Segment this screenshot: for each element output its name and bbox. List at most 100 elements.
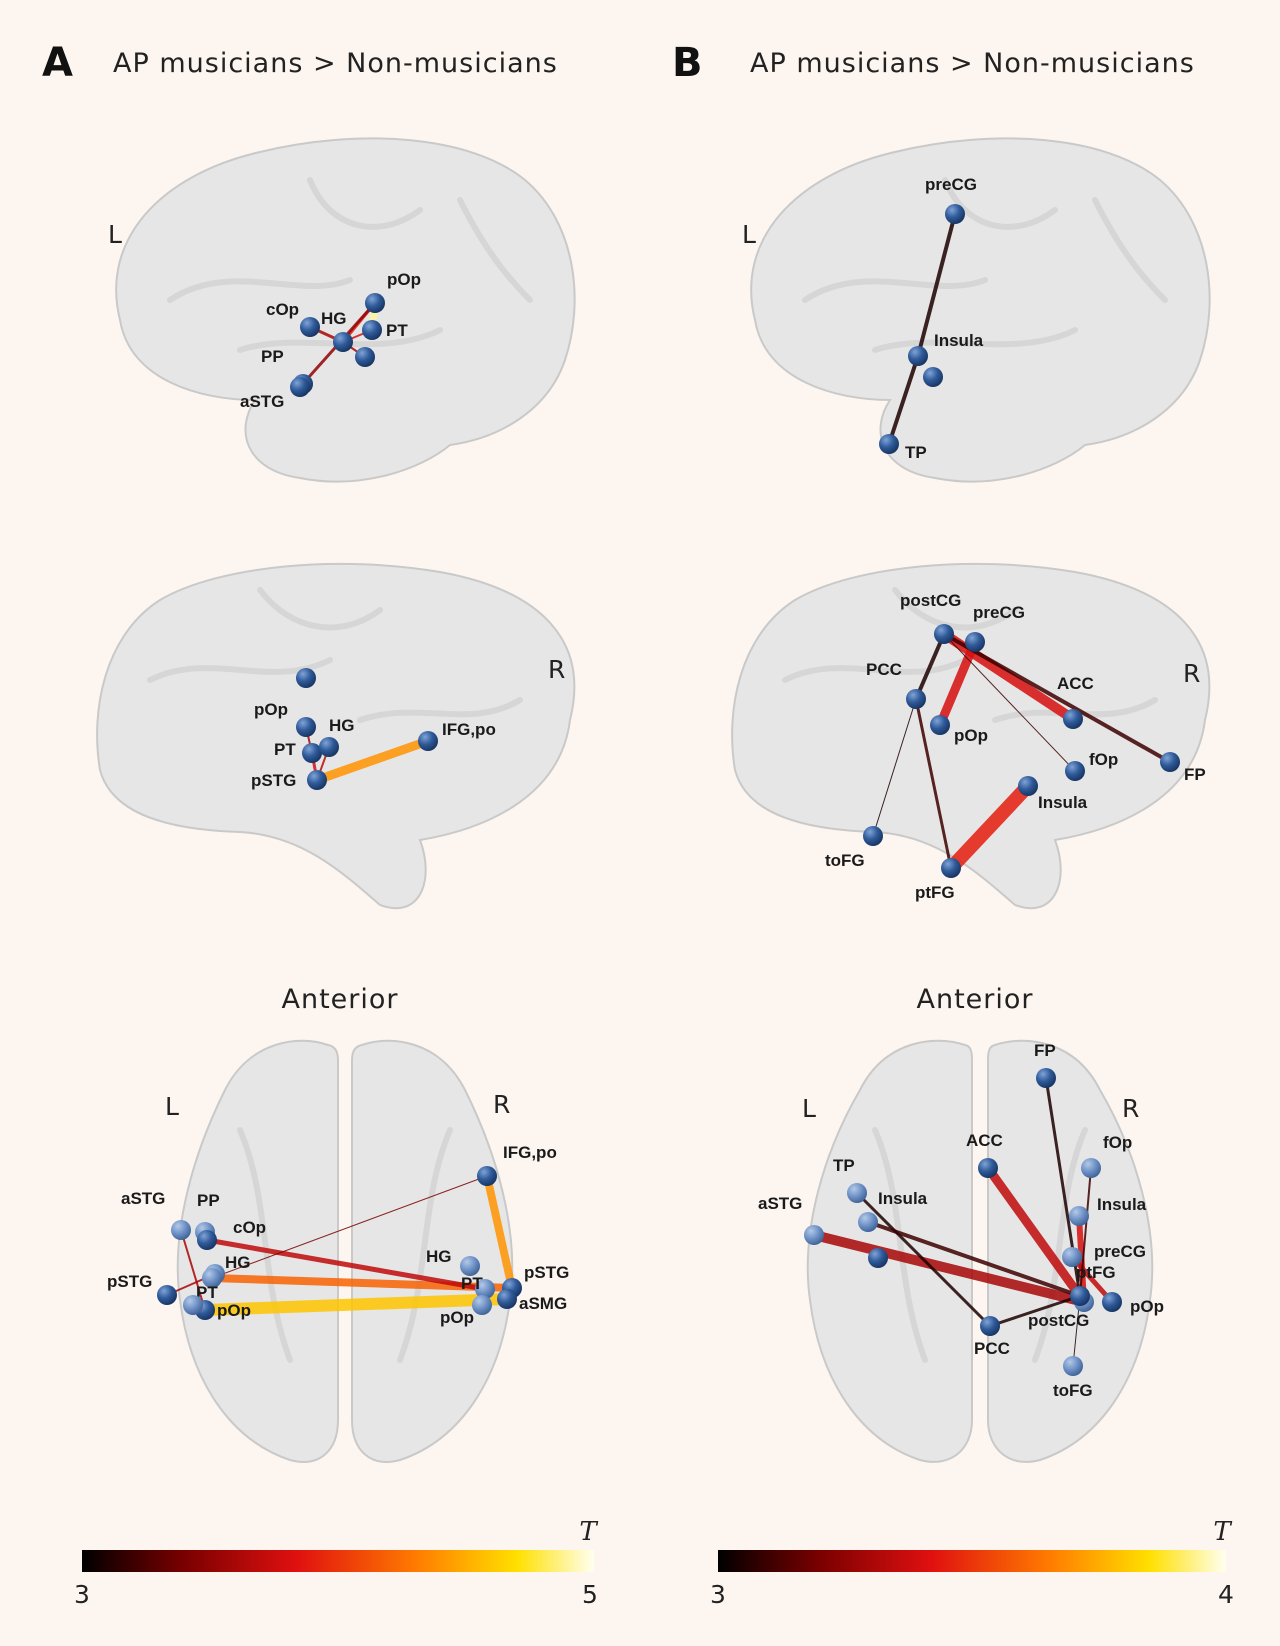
edge-PT_L-IFGpo (211, 1175, 488, 1279)
colorbar-a: T 3 5 (74, 1517, 598, 1609)
brain-fold (397, 1127, 453, 1363)
node-cOp (197, 1230, 217, 1250)
node-Insula (858, 1212, 878, 1232)
edge-postCG-FP (942, 632, 1172, 764)
node-label: FP (1034, 1041, 1056, 1060)
node-label: cOp (266, 300, 299, 319)
panel-a-right-view: R (96, 562, 576, 910)
node-label: PCC (974, 1339, 1010, 1358)
node-label: PT (274, 740, 296, 759)
node-aSMG (497, 1289, 517, 1309)
brain-fold (357, 697, 523, 723)
node-label: preCG (925, 175, 977, 194)
panel-a-letter: A (42, 40, 73, 86)
node-label: Insula (878, 1189, 928, 1208)
edge-aSTG-pOp_L (180, 1229, 206, 1311)
node-HG (333, 332, 353, 352)
node-label: PP (261, 347, 284, 366)
edge-postCG-PCC (914, 632, 946, 701)
panel-a: A AP musicians > Non-musicians L R Anter… (42, 40, 598, 1609)
node-n1 (923, 367, 943, 387)
panel-b: B AP musicians > Non-musicians L R Anter… (672, 40, 1234, 1609)
view-title-anterior: Anterior (281, 984, 398, 1015)
brain-fold (892, 587, 1018, 631)
panel-a-left-view: L (108, 137, 576, 483)
panel-a-title: AP musicians > Non-musicians (113, 48, 558, 79)
node-FP (1036, 1068, 1056, 1088)
hemi-label-left: L (802, 1094, 816, 1123)
node-label: IFG,po (503, 1143, 557, 1162)
node-label: ACC (966, 1131, 1003, 1150)
node-fOp (1081, 1158, 1101, 1178)
colorbar-min-label: 3 (710, 1580, 726, 1609)
node-label: ptFG (915, 883, 955, 902)
node-label: pOp (254, 700, 288, 719)
node-toFG (1063, 1356, 1083, 1376)
edge-TP-PCC (855, 1191, 992, 1328)
brain-left-lateral-b (750, 137, 1211, 483)
edge-Insula-ptFG (944, 779, 1035, 875)
node-aSTG (290, 377, 310, 397)
brain-fold (257, 587, 383, 631)
edge-preCG-pOp (1069, 1254, 1115, 1305)
node-aSTG (804, 1225, 824, 1245)
node-label: postCG (1028, 1311, 1089, 1330)
brain-fold (802, 277, 988, 303)
node-FP (1160, 752, 1180, 772)
node-toFG (863, 826, 883, 846)
node-label: toFG (1053, 1381, 1093, 1400)
edge-cOp-PT_R (204, 1237, 488, 1292)
brain-left-lateral-a (115, 137, 576, 483)
node-fOp (1065, 761, 1085, 781)
brain-fold (307, 177, 423, 230)
node-label: pSTG (107, 1272, 152, 1291)
node-label: pOp (440, 1308, 474, 1327)
panel-b-right-view: R (731, 562, 1211, 910)
edge-ACC-ptFG (983, 1163, 1089, 1307)
node-label: fOp (1089, 750, 1118, 769)
node-IFG,po (477, 1166, 497, 1186)
hemi-label-right: R (1122, 1094, 1139, 1123)
node-label: ptFG (1076, 1263, 1116, 1282)
node-label: aSTG (121, 1189, 165, 1208)
edge-pOp_L-aSMG (199, 1293, 513, 1316)
node-label: ACC (1057, 674, 1094, 693)
node-pOp (296, 717, 316, 737)
colorbar-gradient (718, 1550, 1226, 1572)
colorbar-gradient (82, 1550, 594, 1572)
brain-fold (942, 177, 1058, 230)
node-preCG (945, 204, 965, 224)
panel-b-title: AP musicians > Non-musicians (750, 48, 1195, 79)
edge-preCG-Insula (916, 212, 957, 358)
edge-postCG-fOp (943, 633, 1076, 772)
node-aSTG (171, 1220, 191, 1240)
node-label: HG (321, 309, 347, 328)
edge-PCC-postCG (988, 1294, 1082, 1328)
node-postCG (934, 624, 954, 644)
panel-b-letter: B (672, 40, 703, 86)
node-label: aSTG (240, 392, 284, 411)
node-label: PT (196, 1283, 218, 1302)
node-label: aSMG (519, 1294, 567, 1313)
node-Insula (908, 346, 928, 366)
node-TP (847, 1183, 867, 1203)
brain-fold (237, 1127, 293, 1363)
node-label: PP (197, 1191, 220, 1210)
hemi-label-right: R (1183, 659, 1200, 688)
node-top (296, 668, 316, 688)
node-pSTG (307, 770, 327, 790)
node-pOp (472, 1295, 492, 1315)
colorbar-title: T (579, 1517, 598, 1547)
node-label: TP (905, 443, 927, 462)
edge-preCG-pOp (935, 637, 980, 730)
node-label: cOp (233, 1218, 266, 1237)
node-label: fOp (1103, 1133, 1132, 1152)
node-x1 (183, 1295, 203, 1315)
brain-fold (872, 327, 1078, 353)
hemi-label-left: L (108, 220, 122, 249)
node-label: preCG (1094, 1242, 1146, 1261)
